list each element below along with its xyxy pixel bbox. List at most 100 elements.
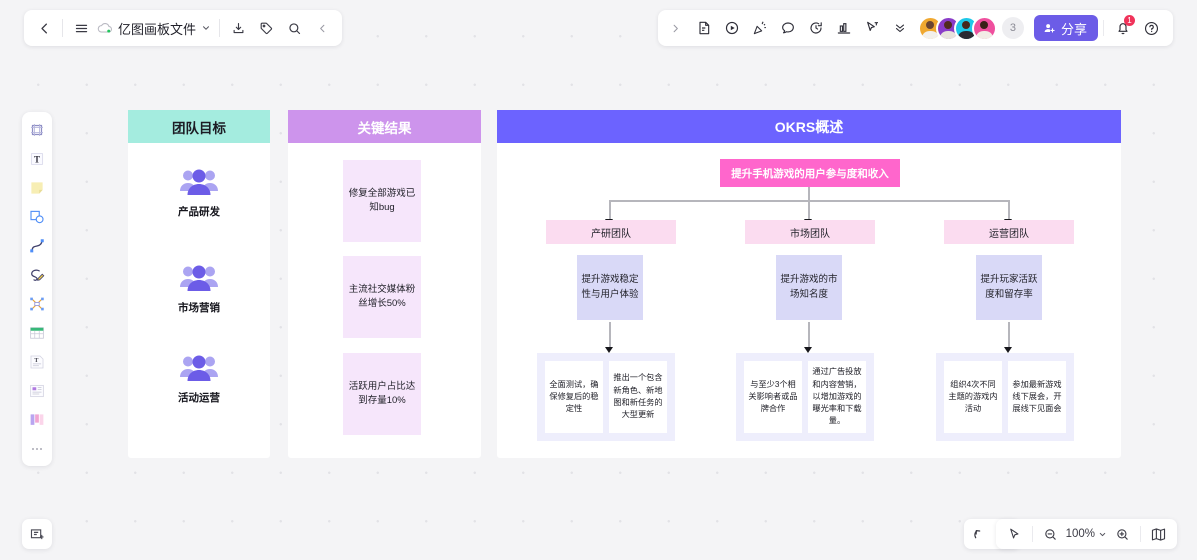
okrs-kr-tile[interactable]: 与至少3个相关影响者或品牌合作 xyxy=(744,361,802,433)
kanban-icon[interactable] xyxy=(26,409,48,431)
comment-icon[interactable] xyxy=(774,14,802,42)
connector-icon[interactable] xyxy=(26,293,48,315)
okrs-kr-group[interactable]: 组织4次不同主题的游戏内活动 参加最新游戏线下展会，开展线下见面会 xyxy=(936,353,1074,441)
top-right-toolbar: 3 分享 1 xyxy=(657,10,1173,46)
okrs-kr-group[interactable]: 全面测试，确保修复后的稳定性 推出一个包含新角色、新地图和新任务的大型更新 xyxy=(537,353,675,441)
export-download-icon[interactable] xyxy=(224,14,252,42)
key-result-card[interactable]: 修复全部游戏已知bug xyxy=(343,160,421,242)
people-group-icon xyxy=(179,353,219,386)
play-circle-icon[interactable] xyxy=(718,14,746,42)
key-result-card[interactable]: 主流社交媒体粉丝增长50% xyxy=(343,256,421,338)
avatar[interactable] xyxy=(971,15,997,41)
zoom-minus-icon[interactable] xyxy=(1038,522,1063,547)
avatar-overflow-count[interactable]: 3 xyxy=(1001,17,1024,39)
connector-obj-to-kr xyxy=(609,322,611,350)
goal-item[interactable]: 产品研发 xyxy=(128,167,270,219)
frame-icon[interactable] xyxy=(26,119,48,141)
collapse-toolbar-button[interactable] xyxy=(308,14,336,42)
goal-item[interactable]: 市场营销 xyxy=(128,263,270,315)
okrs-team-node[interactable]: 运营团队 xyxy=(944,220,1074,244)
zoom-plus-icon[interactable] xyxy=(1110,522,1135,547)
cursor-flag-icon[interactable] xyxy=(858,14,886,42)
top-left-toolbar: 亿图画板文件 xyxy=(24,10,343,46)
okrs-root-node[interactable]: 提升手机游戏的用户参与度和收入 xyxy=(720,159,900,187)
notification-badge: 1 xyxy=(1124,15,1135,26)
media-card-icon[interactable] xyxy=(26,380,48,402)
connector-root-vertical xyxy=(808,187,810,224)
goal-item-label: 产品研发 xyxy=(178,206,220,218)
divider xyxy=(1031,526,1033,542)
file-name-dropdown[interactable]: 亿图画板文件 xyxy=(95,14,215,42)
connector-obj-to-kr xyxy=(1008,322,1010,350)
text-icon[interactable]: T xyxy=(26,148,48,170)
share-button[interactable]: 分享 xyxy=(1033,15,1098,41)
arrow-head xyxy=(1004,347,1012,353)
divider xyxy=(219,19,221,37)
file-name-label: 亿图画板文件 xyxy=(118,21,197,37)
notifications-button[interactable]: 1 xyxy=(1109,14,1137,42)
panel-key-results-title: 关键结果 xyxy=(288,110,481,143)
goal-item-label: 市场营销 xyxy=(178,302,220,314)
connector-obj-to-kr xyxy=(808,322,810,350)
okrs-kr-group[interactable]: 与至少3个相关影响者或品牌合作 通过广告投放和内容营销，以增加游戏的曝光率和下载… xyxy=(736,353,874,441)
zoom-level-dropdown[interactable]: 100% xyxy=(1063,528,1110,540)
hamburger-menu-button[interactable] xyxy=(67,14,95,42)
svg-text:T: T xyxy=(34,358,38,364)
left-tool-palette: T T xyxy=(22,112,52,466)
connector-down-left xyxy=(609,200,611,224)
key-result-card[interactable]: 活跃用户占比达到存量10% xyxy=(343,353,421,435)
shapes-icon[interactable] xyxy=(26,206,48,228)
okrs-team-node[interactable]: 市场团队 xyxy=(745,220,875,244)
chevron-down-icon xyxy=(201,23,211,33)
chevron-double-down-icon[interactable] xyxy=(886,14,914,42)
table-icon[interactable] xyxy=(26,322,48,344)
panel-team-goals-title: 团队目标 xyxy=(128,110,270,143)
celebrate-icon[interactable] xyxy=(746,14,774,42)
panel-okrs-title: OKRS概述 xyxy=(497,110,1121,143)
divider xyxy=(1103,20,1104,36)
more-dots-icon[interactable] xyxy=(26,438,48,460)
curve-line-icon[interactable] xyxy=(26,235,48,257)
undo-arrow-icon[interactable] xyxy=(967,522,992,547)
okrs-objective-node[interactable]: 提升游戏稳定性与用户体验 xyxy=(577,255,643,320)
zoom-controls: 100% xyxy=(995,519,1177,549)
pen-draw-icon[interactable] xyxy=(26,264,48,286)
goal-item[interactable]: 活动运营 xyxy=(128,353,270,405)
collaborator-avatars[interactable]: 3 xyxy=(917,15,1024,41)
okrs-kr-tile[interactable]: 推出一个包含新角色、新地图和新任务的大型更新 xyxy=(609,361,667,433)
back-button[interactable] xyxy=(30,14,58,42)
arrow-head xyxy=(804,347,812,353)
okrs-objective-node[interactable]: 提升玩家活跃度和留存率 xyxy=(976,255,1042,320)
minimap-book-icon[interactable] xyxy=(1146,522,1171,547)
panel-team-goals[interactable]: 团队目标 产品研发 市场营销 活动运营 xyxy=(128,110,270,458)
arrow-head xyxy=(605,347,613,353)
text-box-icon[interactable]: T xyxy=(26,351,48,373)
divider xyxy=(1140,526,1141,542)
okrs-objective-node[interactable]: 提升游戏的市场知名度 xyxy=(776,255,842,320)
expand-toolbar-button[interactable] xyxy=(662,14,690,42)
panel-key-results[interactable]: 关键结果 修复全部游戏已知bug 主流社交媒体粉丝增长50% 活跃用户占比达到存… xyxy=(288,110,481,458)
sticky-note-icon[interactable] xyxy=(26,177,48,199)
people-group-icon xyxy=(179,263,219,296)
timer-icon[interactable] xyxy=(802,14,830,42)
connector-horizontal-bus xyxy=(609,200,1009,202)
cloud-synced-icon xyxy=(97,21,113,35)
connector-down-right xyxy=(1008,200,1010,224)
okrs-team-node[interactable]: 产研团队 xyxy=(546,220,676,244)
okrs-kr-tile[interactable]: 全面测试，确保修复后的稳定性 xyxy=(545,361,603,433)
sticker-icon[interactable] xyxy=(690,14,718,42)
presentation-icon[interactable] xyxy=(22,519,52,549)
goal-item-label: 活动运营 xyxy=(178,392,220,404)
divider xyxy=(62,19,63,37)
okrs-kr-tile[interactable]: 通过广告投放和内容营销，以增加游戏的曝光率和下载量。 xyxy=(808,361,866,433)
svg-text:T: T xyxy=(34,154,40,164)
okrs-kr-tile[interactable]: 组织4次不同主题的游戏内活动 xyxy=(944,361,1002,433)
add-person-icon xyxy=(1043,22,1056,35)
search-icon[interactable] xyxy=(280,14,308,42)
help-circle-icon[interactable] xyxy=(1137,14,1165,42)
tag-icon[interactable] xyxy=(252,14,280,42)
vote-chart-icon[interactable] xyxy=(830,14,858,42)
okrs-kr-tile[interactable]: 参加最新游戏线下展会，开展线下见面会 xyxy=(1008,361,1066,433)
cursor-pointer-icon[interactable] xyxy=(1002,522,1027,547)
